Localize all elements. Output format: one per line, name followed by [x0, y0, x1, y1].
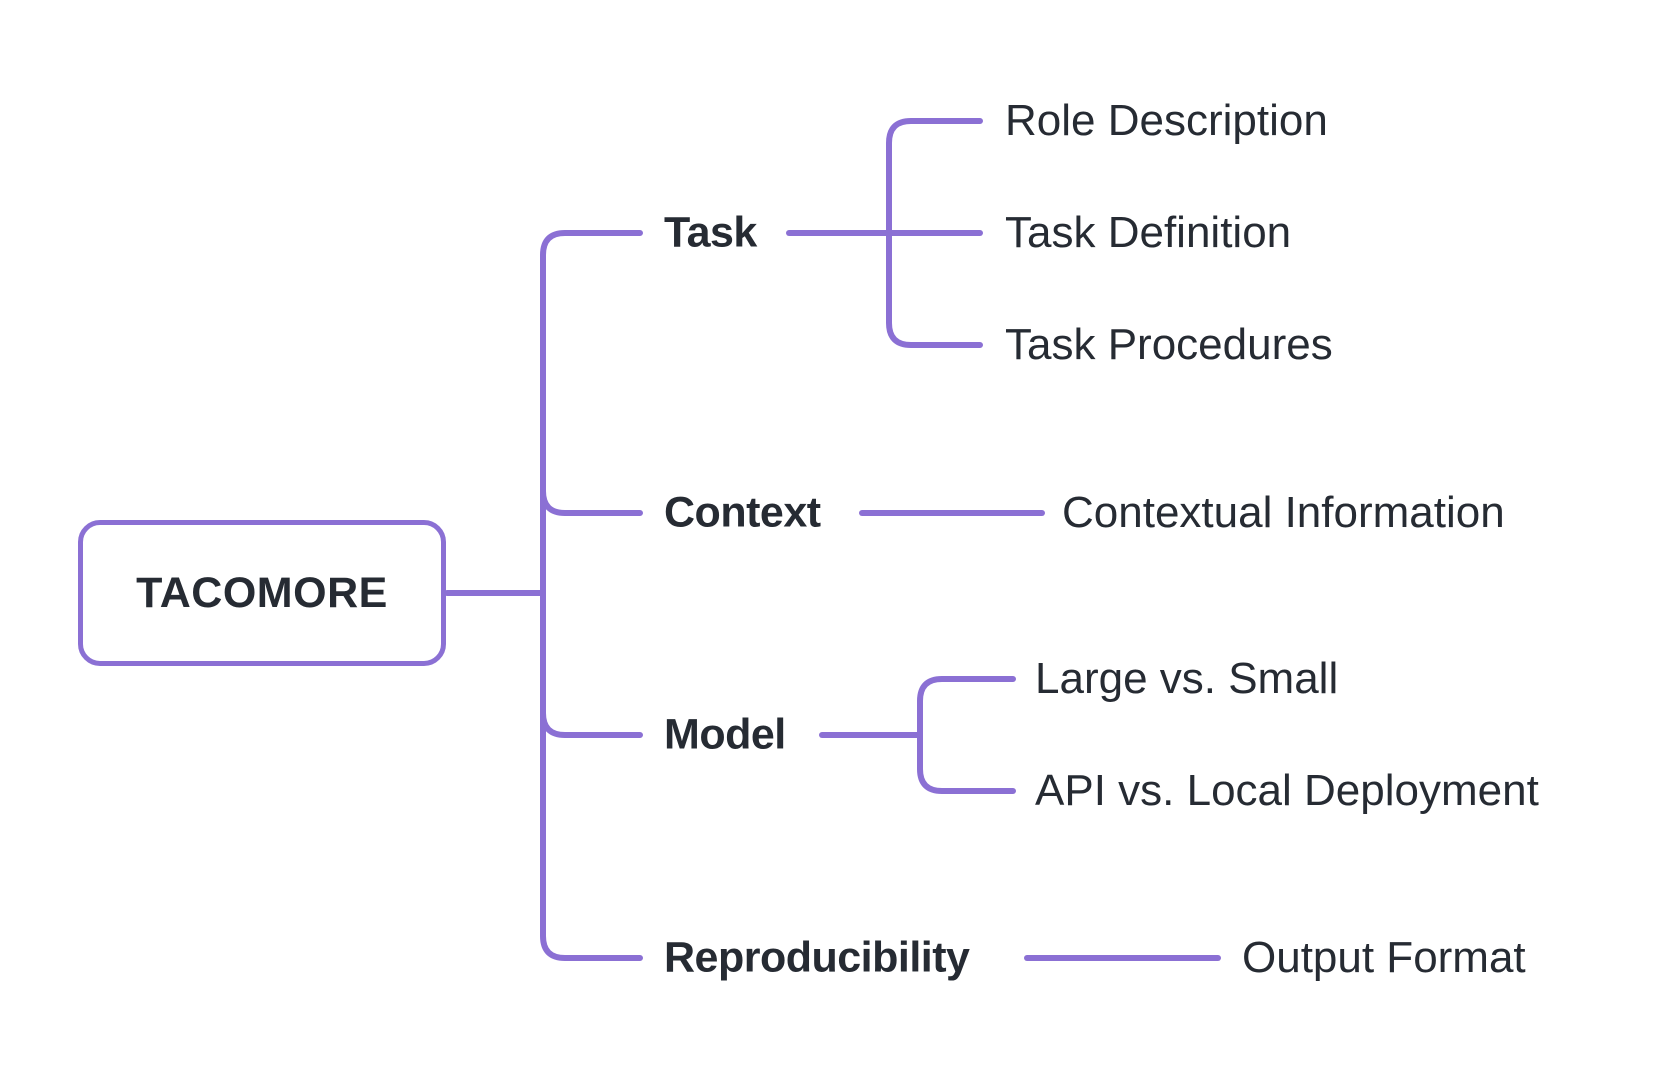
branch-task: Task: [664, 208, 757, 257]
task-children-connector: [886, 118, 983, 348]
root-label: TACOMORE: [136, 568, 388, 617]
leaf-large-vs-small: Large vs. Small: [1035, 654, 1339, 703]
leaf-api-vs-local-deployment: API vs. Local Deployment: [1035, 766, 1539, 815]
leaf-role-description: Role Description: [1005, 96, 1328, 145]
model-branch-connector: [540, 710, 643, 738]
trunk-connector: [540, 230, 643, 961]
leaf-output-format: Output Format: [1242, 933, 1526, 982]
branch-reproducibility: Reproducibility: [664, 933, 970, 982]
model-children-connector: [917, 676, 1016, 794]
branch-model: Model: [664, 710, 786, 759]
root-node: TACOMORE: [78, 520, 446, 666]
leaf-task-definition: Task Definition: [1005, 208, 1292, 257]
leaf-contextual-information: Contextual Information: [1062, 488, 1505, 537]
leaf-task-procedures: Task Procedures: [1005, 320, 1333, 369]
context-branch-connector: [540, 488, 643, 516]
branch-context: Context: [664, 488, 821, 537]
